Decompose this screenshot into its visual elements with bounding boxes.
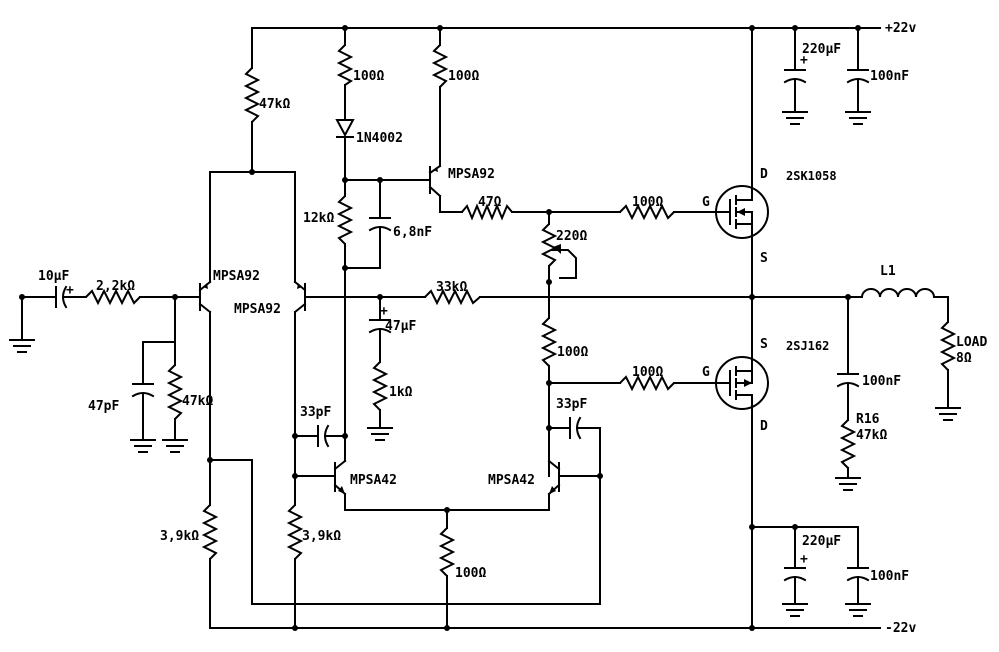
decoupling-bottom-polarity: + bbox=[800, 552, 808, 567]
decoupling-bottom bbox=[751, 526, 871, 617]
feedback-ground-resistor bbox=[367, 361, 393, 441]
gate-res-bottom-label: 100Ω bbox=[632, 365, 663, 380]
zobel-res-name: R16 bbox=[856, 412, 880, 427]
input-capacitor-label: 10µF bbox=[38, 269, 69, 284]
feedback-capacitor bbox=[368, 296, 392, 363]
feedback-cap-label: 47µF bbox=[385, 319, 416, 334]
vas-resistor-top-left bbox=[336, 27, 354, 121]
vas-resistor-top-right bbox=[431, 27, 449, 167]
input-resistor-label: 2,2kΩ bbox=[96, 279, 135, 294]
base-resistor-label: 47Ω bbox=[478, 195, 502, 210]
input-terminal bbox=[9, 294, 55, 353]
mosfet-bottom-label: 2SJ162 bbox=[786, 339, 829, 353]
comp-cap-left-label: 33pF bbox=[300, 405, 331, 420]
q-low-right-label: MPSA42 bbox=[488, 473, 535, 488]
vas-r-top-left-label: 100Ω bbox=[353, 69, 384, 84]
base-resistor bbox=[461, 203, 621, 221]
zobel-res-label: 47kΩ bbox=[856, 428, 887, 443]
q-low-left-label: MPSA42 bbox=[350, 473, 397, 488]
transistor-q-right bbox=[293, 280, 307, 477]
feedback-resistor bbox=[424, 288, 753, 306]
comp-cap-right-label: 33pF bbox=[556, 397, 587, 412]
mosfet-bottom-source-pin: S bbox=[760, 337, 768, 352]
transistor-q-low-right bbox=[547, 459, 601, 511]
input-shunt-cap-label: 47pF bbox=[88, 399, 119, 414]
load-right-label: 3,9kΩ bbox=[302, 529, 341, 544]
mosfet-bottom-gate-pin: G bbox=[702, 365, 710, 380]
load-resistor-right bbox=[286, 504, 304, 629]
input-capacitor bbox=[55, 285, 87, 309]
bias-resistor-label: 12kΩ bbox=[303, 211, 334, 226]
pot-label: 220Ω bbox=[556, 229, 587, 244]
input-shunt-res-label: 47kΩ bbox=[182, 394, 213, 409]
mosfet-top-drain-pin: D bbox=[760, 167, 768, 182]
bias-capacitor-label: 6,8nF bbox=[393, 225, 432, 240]
positive-supply-label: +22v bbox=[885, 21, 916, 36]
inductor-label: L1 bbox=[880, 264, 896, 279]
gate-resistor-top bbox=[619, 203, 731, 221]
vas-mid-resistor-label: 100Ω bbox=[557, 345, 588, 360]
bias-resistor bbox=[336, 179, 354, 269]
q-left-label: MPSA92 bbox=[213, 269, 260, 284]
mosfet-top-label: 2SK1058 bbox=[786, 169, 837, 183]
decoupling-top bbox=[782, 27, 871, 125]
diode-label: 1N4002 bbox=[356, 131, 403, 146]
decoupling-top-polarity: + bbox=[800, 53, 808, 68]
decoupling-top-film-label: 100nF bbox=[870, 69, 909, 84]
mosfet-top-source-pin: S bbox=[760, 251, 768, 266]
gate-res-top-label: 100Ω bbox=[632, 195, 663, 210]
decoupling-top-elec-label: 220µF bbox=[802, 42, 841, 57]
output-inductor bbox=[860, 288, 949, 299]
input-capacitor-polarity: + bbox=[66, 283, 74, 298]
mosfet-bottom-drain-pin: D bbox=[760, 419, 768, 434]
compensation-cap-left bbox=[294, 424, 346, 448]
transistor-q-low-left bbox=[294, 435, 347, 511]
q-right-label: MPSA92 bbox=[234, 302, 281, 317]
mosfet-top-gate-pin: G bbox=[702, 195, 710, 210]
vas-mid-resistor bbox=[540, 317, 558, 477]
input-shunt-capacitor bbox=[130, 341, 156, 453]
tail-resistor-label: 47kΩ bbox=[259, 97, 290, 112]
transistor-q-left bbox=[198, 280, 212, 461]
compensation-cap-right bbox=[548, 416, 601, 605]
low-tail-label: 100Ω bbox=[455, 566, 486, 581]
bias-potentiometer bbox=[540, 211, 577, 319]
gate-resistor-bottom bbox=[619, 374, 731, 392]
bias-capacitor bbox=[368, 179, 392, 269]
tail-resistor bbox=[243, 27, 261, 173]
vas-r-top-right-label: 100Ω bbox=[448, 69, 479, 84]
diode-icon bbox=[335, 119, 355, 181]
load-value-label: 8Ω bbox=[956, 351, 972, 366]
load-resistor bbox=[935, 296, 961, 421]
decoupling-bottom-film-label: 100nF bbox=[870, 569, 909, 584]
negative-supply-label: -22v bbox=[885, 621, 916, 636]
decoupling-bottom-elec-label: 220µF bbox=[802, 534, 841, 549]
zobel-cap-label: 100nF bbox=[862, 374, 901, 389]
transistor-driver bbox=[428, 164, 442, 213]
load-resistor-left bbox=[201, 504, 219, 629]
mosfet-bottom bbox=[715, 356, 769, 629]
low-tail-resistor bbox=[438, 509, 456, 629]
zobel-network bbox=[835, 296, 861, 491]
load-left-label: 3,9kΩ bbox=[160, 529, 199, 544]
load-name-label: LOAD bbox=[956, 335, 987, 350]
input-shunt-resistor bbox=[162, 341, 188, 453]
mosfet-top bbox=[715, 27, 769, 384]
driver-label: MPSA92 bbox=[448, 167, 495, 182]
input-resistor bbox=[85, 288, 201, 306]
feedback-cap-polarity: + bbox=[380, 304, 388, 319]
feedback-res-label: 33kΩ bbox=[436, 280, 467, 295]
feedback-gnd-res-label: 1kΩ bbox=[389, 385, 413, 400]
